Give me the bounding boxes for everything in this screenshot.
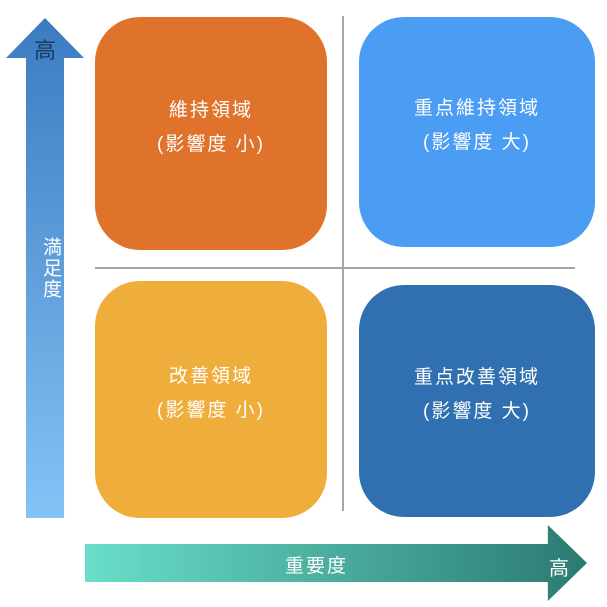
quadrant-title: 改善領域 — [168, 365, 253, 387]
quadrant-title: 重点維持領域 — [413, 98, 540, 119]
quadrant-bottom-right-key-improve: 重点改善領域 (影響度 大) — [359, 285, 595, 517]
horizontal-divider-line — [95, 267, 575, 269]
y-axis-label: 満足度 — [40, 237, 61, 300]
quadrant-top-right-key-maintain: 重点維持領域 (影響度 大) — [359, 17, 595, 247]
quadrant-bottom-left-improve: 改善領域 (影響度 小) — [95, 281, 327, 518]
quadrant-title: 重点改善領域 — [413, 367, 540, 388]
x-axis-high-label: 高 — [549, 558, 569, 580]
quadrant-subtitle: (影響度 小) — [157, 133, 265, 155]
quadrant-text-block: 維持領域 (影響度 小) — [157, 94, 265, 162]
quadrant-top-left-maintain: 維持領域 (影響度 小) — [95, 17, 327, 250]
quadrant-title: 維持領域 — [168, 99, 253, 121]
quadrant-text-block: 重点維持領域 (影響度 大) — [414, 92, 540, 160]
y-axis-high-label: 高 — [33, 38, 56, 63]
x-axis-label: 重要度 — [284, 556, 348, 577]
quadrant-text-block: 重点改善領域 (影響度 大) — [414, 361, 540, 429]
quadrant-text-block: 改善領域 (影響度 小) — [157, 360, 265, 428]
vertical-divider-line — [342, 16, 344, 511]
quadrant-subtitle: (影響度 大) — [423, 132, 531, 153]
quadrant-subtitle: (影響度 大) — [423, 401, 531, 422]
quadrant-subtitle: (影響度 小) — [157, 399, 265, 421]
